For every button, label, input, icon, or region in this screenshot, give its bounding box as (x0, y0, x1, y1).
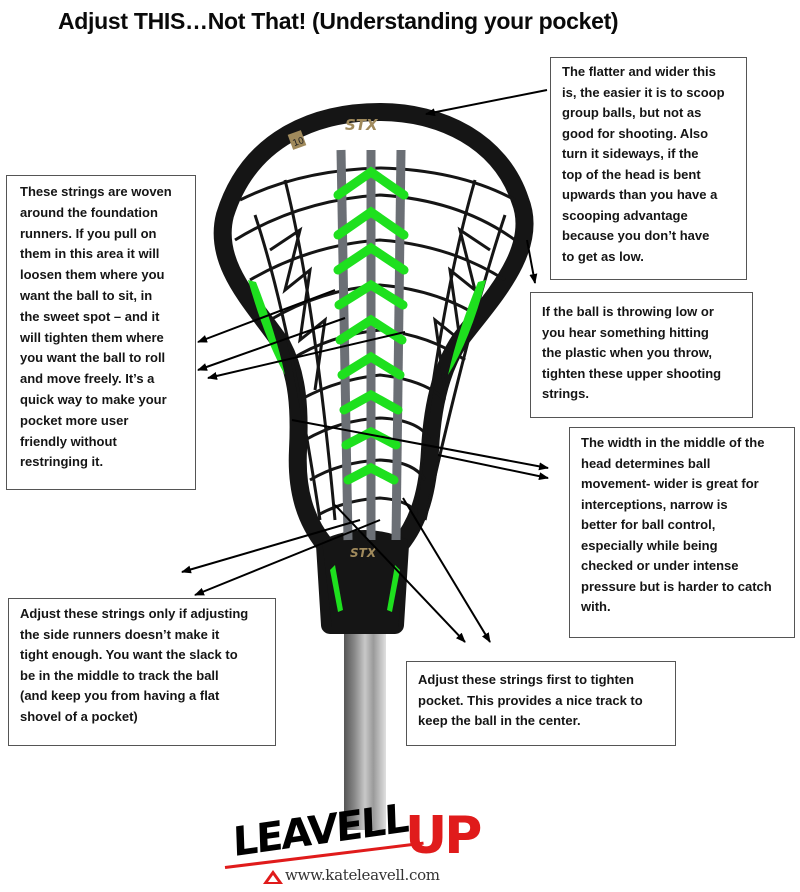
throat-accent-left (330, 565, 343, 612)
logo-word-up: UP (405, 806, 482, 866)
note-bottom-strings: Adjust these strings only if adjusting t… (8, 598, 276, 746)
note-shooting-strings: If the ball is throwing low or you hear … (530, 292, 753, 418)
arrow-left-3 (207, 331, 406, 380)
note-track-strings-text: Adjust these strings first to tighten po… (418, 672, 643, 728)
note-side-runners-text: These strings are woven around the found… (20, 184, 172, 470)
arrow-bottom-right-2 (402, 497, 491, 643)
side-accent-right (448, 280, 486, 375)
badge (287, 130, 307, 150)
note-head-width-text: The width in the middle of the head dete… (581, 435, 772, 614)
head-brand: STX (345, 116, 379, 134)
shaft (344, 620, 386, 830)
leavell-up-logo: LEAVELL UP www.kateleavell.com (224, 795, 485, 892)
arrow-bottom-right-1 (334, 504, 466, 643)
throat (322, 530, 408, 628)
note-scoop-width: The flatter and wider this is, the easie… (550, 57, 747, 280)
arrow-left-2 (197, 317, 346, 371)
annotation-arrows (181, 89, 549, 643)
throat-brand: STX (350, 546, 377, 560)
side-accent-left (248, 280, 285, 375)
logo-url: www.kateleavell.com (285, 866, 440, 884)
arrow-middle-width-2 (437, 454, 549, 481)
shooting-strings (333, 166, 409, 485)
note-bottom-strings-text: Adjust these strings only if adjusting t… (20, 606, 249, 724)
note-scoop-width-text: The flatter and wider this is, the easie… (562, 64, 725, 264)
arrow-upper-shooting (526, 239, 538, 284)
throat-accent-right (387, 565, 400, 612)
note-side-runners: These strings are woven around the found… (6, 175, 196, 490)
note-shooting-strings-text: If the ball is throwing low or you hear … (542, 304, 722, 401)
arrow-bottom-left-2 (194, 519, 381, 596)
page-title: Adjust THIS…Not That! (Understanding you… (58, 8, 619, 34)
arrow-top-scoop (425, 89, 548, 117)
arrow-left-1 (197, 289, 336, 343)
mesh-netting (234, 166, 516, 521)
svg-text:10: 10 (292, 136, 306, 149)
note-track-strings: Adjust these strings first to tighten po… (406, 661, 676, 746)
arrow-bottom-left-1 (181, 519, 361, 574)
logo-fulcrum-triangle-icon (263, 870, 283, 884)
arrow-middle-width-1 (291, 419, 549, 471)
note-head-width: The width in the middle of the head dete… (569, 427, 795, 638)
